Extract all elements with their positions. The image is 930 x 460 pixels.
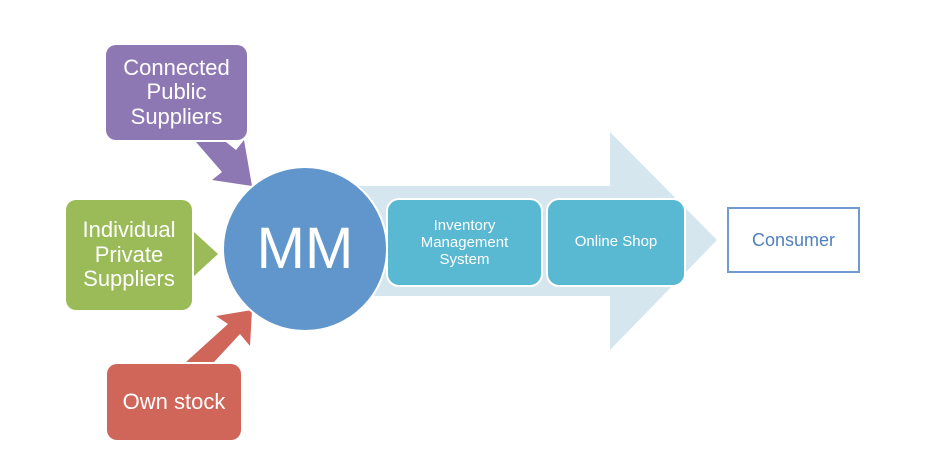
online-shop-box: Online Shop xyxy=(546,198,686,287)
online-shop-label: Online Shop xyxy=(574,233,658,251)
connected-public-suppliers-label: Connected Public Suppliers xyxy=(123,54,230,129)
arrow-connected-public xyxy=(196,140,252,186)
arrow-individual-private xyxy=(194,232,218,276)
own-stock-box: Own stock xyxy=(107,364,241,440)
arrow-own-stock xyxy=(186,310,252,362)
consumer-label: Consumer xyxy=(751,229,836,250)
own-stock-label: Own stock xyxy=(122,388,226,414)
inventory-management-system-label: Inventory Management System xyxy=(420,216,509,269)
consumer-box: Consumer xyxy=(727,207,860,273)
mm-hub-circle: MM xyxy=(222,166,388,332)
mm-hub-label: MM xyxy=(256,215,354,281)
individual-private-suppliers-box: Individual Private Suppliers xyxy=(66,200,192,310)
inventory-management-system-box: Inventory Management System xyxy=(386,198,543,287)
connected-public-suppliers-box: Connected Public Suppliers xyxy=(106,45,247,140)
individual-private-suppliers-label: Individual Private Suppliers xyxy=(82,217,176,292)
